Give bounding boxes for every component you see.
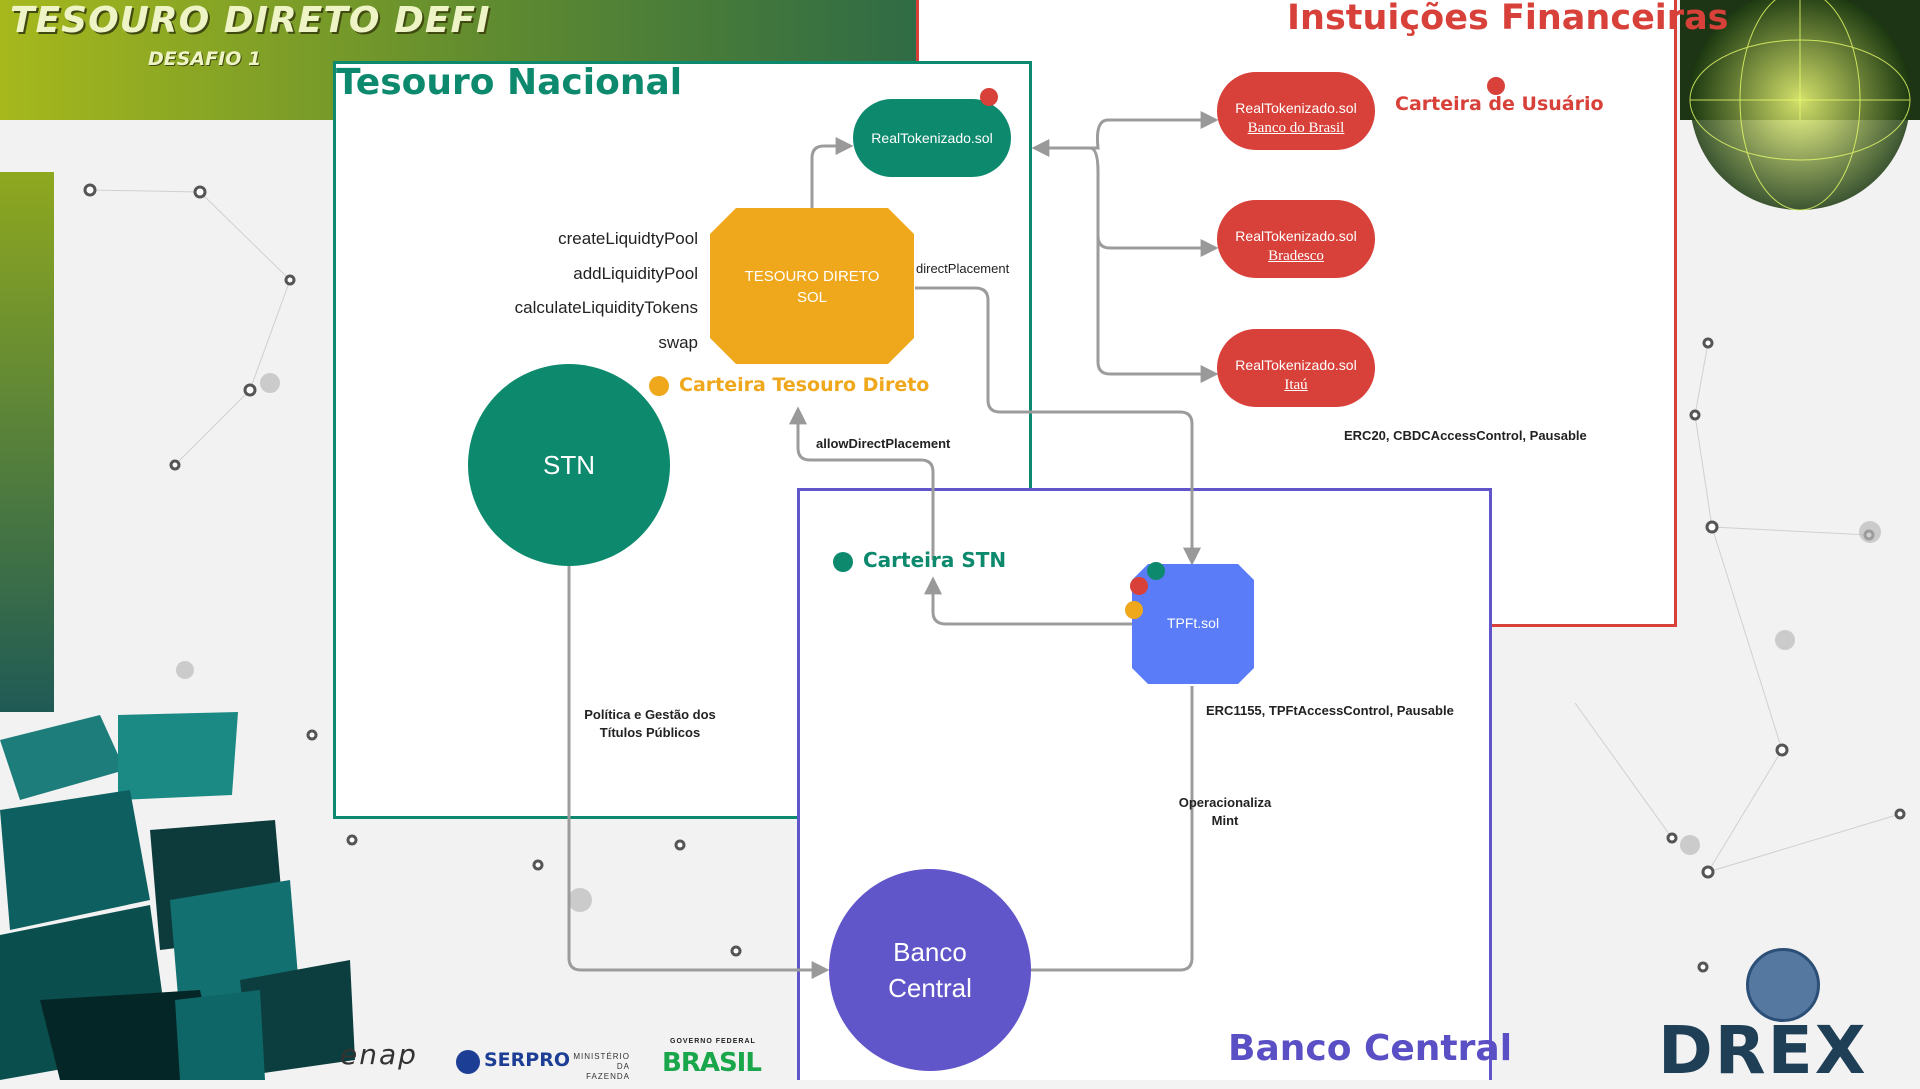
edge-label-operacionaliza-line1: Operacionaliza [1178,795,1272,810]
enap-logo: enap [340,1038,418,1071]
tesouro-direto-sol-line2: SOL [796,289,827,306]
node-realtokenizado-tesouro: RealTokenizado.sol [853,99,1011,177]
wallet-usuario-dot [1487,77,1505,95]
rt-bradesco-name: RealTokenizado.sol [1235,228,1357,244]
function-list: createLiquidtyPool addLiquidityPool calc… [480,222,698,360]
node-tpft [1132,564,1254,684]
node-banco-central: Banco Central [829,869,1031,1071]
ministerio-logo: MINISTÉRIO DA FAZENDA [570,1052,630,1082]
panel-tesouro-title: Tesouro Nacional [336,62,683,103]
node-realtokenizado-itau: RealTokenizado.sol Itaú [1217,329,1375,407]
function-add-liquidity-pool: addLiquidityPool [573,263,698,283]
function-calculate-liquidity-tokens: calculateLiquidityTokens [514,298,698,317]
edge-label-operacionaliza: Operacionaliza Mint [1165,794,1285,830]
drex-globe-icon [1746,948,1820,1022]
presentation-subtitle: DESAFIO 1 [148,48,262,70]
tesouro-direto-sol-line1: TESOURO DIRETO [744,268,880,285]
node-stn: STN [468,364,670,566]
wallet-usuario-label: Carteira de Usuário [1395,93,1604,115]
serpro-logo: SERPRO [484,1049,571,1071]
contract-note-real-tokenizado: ERC20, CBDCAccessControl, Pausable [1344,428,1587,443]
marker-dot-red [1130,577,1148,595]
footer-logos: enap SERPRO MINISTÉRIO DA FAZENDA GOVERN… [340,1034,780,1081]
edge-label-politica: Política e Gestão dos Títulos Públicos [560,706,740,742]
node-tpft-label: TPFt.sol [1166,615,1220,631]
wallet-stn: Carteira STN [833,548,1006,572]
edge-label-operacionaliza-line2: Mint [1211,813,1239,828]
rt-itau-bank: Itaú [1284,377,1308,393]
panel-banco-central-title: Banco Central [1228,1028,1513,1069]
wallet-tesouro-direto-dot [649,375,669,396]
node-stn-label: STN [543,450,595,480]
ministerio-line1: MINISTÉRIO DA [573,1052,630,1071]
node-banco-central-line2: Central [888,973,972,1003]
governo-federal-label: GOVERNO FEDERAL [670,1038,756,1045]
node-banco-central-line1: Banco [893,937,967,967]
function-swap: swap [658,332,698,352]
wallet-stn-label: Carteira STN [863,548,1007,572]
edge-label-allow-direct-placement: allowDirectPlacement [816,436,951,451]
wallet-usuario: Carteira de Usuário [1395,93,1604,115]
edge-label-politica-line1: Política e Gestão dos [584,707,716,722]
node-tesouro-direto-sol-label: TESOURO DIRETO SOL [710,266,914,308]
rt-itau-name: RealTokenizado.sol [1235,357,1357,373]
red-marker-dot [980,88,998,106]
serpro-logo-icon [456,1050,480,1074]
rt-bb-bank: Banco do Brasil [1247,120,1345,136]
edge-label-direct-placement: directPlacement [916,261,1010,276]
panel-instituicoes-title: Instuições Financeiras [1287,0,1729,38]
marker-dot-green [1147,562,1165,580]
rt-bradesco-bank: Bradesco [1268,248,1324,264]
presentation-title: TESOURO DIRETO DEFI [10,0,491,41]
rt-bb-name: RealTokenizado.sol [1235,100,1357,116]
wallet-tesouro-direto-label: Carteira Tesouro Direto [679,374,930,396]
edge-label-politica-line2: Títulos Públicos [599,725,701,740]
node-realtokenizado-tesouro-label: RealTokenizado.sol [871,130,993,146]
brasil-logo: BRASIL [662,1048,762,1078]
function-create-liquidity-pool: createLiquidtyPool [558,229,698,248]
wallet-tesouro-direto: Carteira Tesouro Direto [649,374,929,396]
node-realtokenizado-banco-do-brasil: RealTokenizado.sol Banco do Brasil [1217,72,1375,150]
contract-note-tpft: ERC1155, TPFtAccessControl, Pausable [1206,703,1454,718]
drex-logo: DREX [1658,1012,1868,1089]
ministerio-line2: FAZENDA [586,1072,630,1081]
node-realtokenizado-bradesco: RealTokenizado.sol Bradesco [1217,200,1375,278]
marker-dot-orange [1125,601,1143,619]
node-tesouro-direto-sol [710,208,914,364]
wallet-stn-dot [833,551,853,572]
